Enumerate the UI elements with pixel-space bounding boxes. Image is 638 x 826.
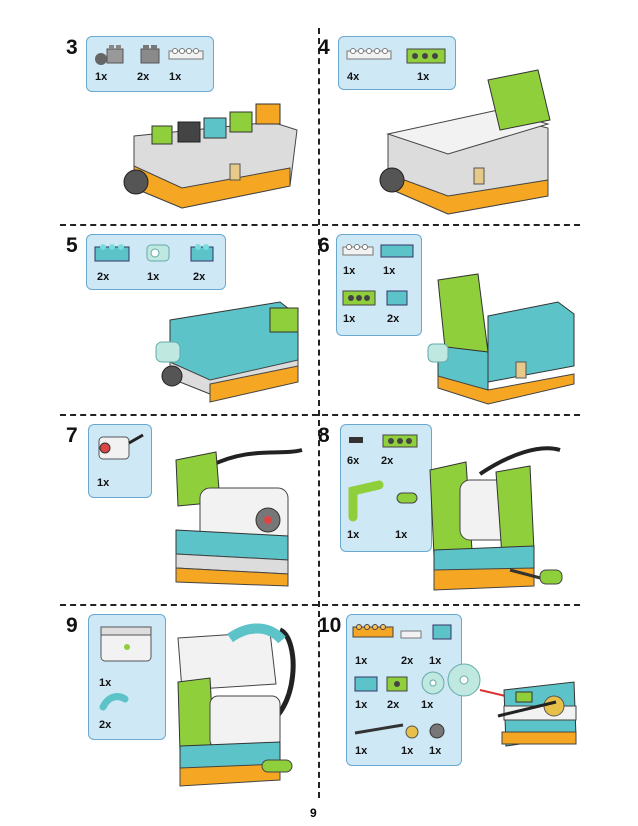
gear-icon xyxy=(405,725,419,739)
step-number: 9 xyxy=(66,614,78,637)
quantity-label: 1x xyxy=(97,477,110,489)
plate-icon xyxy=(168,48,204,60)
brick-icon xyxy=(140,45,160,64)
brick-icon xyxy=(386,290,408,306)
quantity-label: 1x xyxy=(401,745,414,757)
brick-icon xyxy=(380,244,414,258)
model-illustration xyxy=(447,663,577,747)
parts-callout: 6x 2x 1x 1x xyxy=(340,424,432,552)
brick-icon xyxy=(432,624,452,640)
quantity-label: 2x xyxy=(137,71,150,83)
quantity-label: 2x xyxy=(99,719,112,731)
step-number: 10 xyxy=(318,614,342,637)
step-5: 5 2x 1x 2x xyxy=(0,226,318,414)
model-illustration xyxy=(155,301,299,403)
axle-icon xyxy=(354,723,404,735)
quantity-label: 1x xyxy=(169,71,182,83)
step-number: 8 xyxy=(318,424,330,447)
horizontal-divider xyxy=(60,224,580,226)
model-illustration xyxy=(427,273,575,405)
parts-callout: 2x 1x 2x xyxy=(86,234,226,290)
beam-icon xyxy=(382,434,418,448)
quantity-label: 2x xyxy=(387,313,400,325)
step-number: 4 xyxy=(318,36,330,59)
model-illustration xyxy=(175,448,303,587)
curved-beam-icon xyxy=(99,693,129,711)
axle-icon xyxy=(349,437,363,443)
quantity-label: 1x xyxy=(355,655,368,667)
pulley-icon xyxy=(421,671,445,695)
connector-icon xyxy=(146,244,170,262)
hub-icon xyxy=(100,626,152,662)
quantity-label: 2x xyxy=(387,699,400,711)
plate-icon xyxy=(400,630,422,639)
step-number: 5 xyxy=(66,234,78,257)
step-8: 8 6x 2x 1x 1x xyxy=(318,416,638,604)
brick-icon xyxy=(354,676,378,692)
quantity-label: 1x xyxy=(417,71,430,83)
parts-callout: 1x xyxy=(88,424,152,498)
beam-icon xyxy=(342,290,376,306)
step-6: 6 1x 1x 1x 2x xyxy=(318,226,638,414)
parts-callout: 1x 2x xyxy=(88,614,166,740)
step-10: 10 1x 2x 1x 1x 2x 1x xyxy=(318,606,638,806)
step-9: 9 1x 2x xyxy=(0,606,318,806)
brick-icon xyxy=(94,244,130,262)
quantity-label: 1x xyxy=(347,529,360,541)
quantity-label: 2x xyxy=(381,455,394,467)
vertical-divider xyxy=(318,28,320,798)
plate-icon xyxy=(352,624,394,638)
quantity-label: 4x xyxy=(347,71,360,83)
brick-icon xyxy=(190,244,214,262)
model-illustration xyxy=(429,446,563,591)
quantity-label: 1x xyxy=(429,745,442,757)
plate-icon xyxy=(346,48,392,60)
quantity-label: 1x xyxy=(383,265,396,277)
quantity-label: 2x xyxy=(193,271,206,283)
quantity-label: 2x xyxy=(97,271,110,283)
quantity-label: 1x xyxy=(421,699,434,711)
bushing-icon xyxy=(396,492,418,504)
step-7: 7 1x xyxy=(0,416,318,604)
quantity-label: 1x xyxy=(99,677,112,689)
step-3: 3 1x 2x 1x xyxy=(0,0,318,224)
quantity-label: 2x xyxy=(401,655,414,667)
model-illustration xyxy=(123,103,298,209)
plate-icon xyxy=(342,244,374,256)
quantity-label: 1x xyxy=(95,71,108,83)
model-illustration xyxy=(379,69,551,215)
page-number: 9 xyxy=(310,806,317,820)
step-number: 3 xyxy=(66,36,78,59)
parts-callout: 1x 1x 1x 2x xyxy=(336,234,422,336)
horizontal-divider xyxy=(60,604,580,606)
quantity-label: 1x xyxy=(343,313,356,325)
quantity-label: 1x xyxy=(395,529,408,541)
quantity-label: 1x xyxy=(355,745,368,757)
gear-icon xyxy=(429,723,445,739)
quantity-label: 1x xyxy=(147,271,160,283)
beam-icon xyxy=(406,48,446,64)
step-number: 7 xyxy=(66,424,78,447)
bent-beam-icon xyxy=(348,480,384,522)
quantity-label: 1x xyxy=(429,655,442,667)
parts-callout: 1x 2x 1x xyxy=(86,36,214,92)
step-4: 4 4x 1x xyxy=(318,0,638,224)
step-number: 6 xyxy=(318,234,330,257)
quantity-label: 1x xyxy=(355,699,368,711)
model-illustration xyxy=(177,623,296,787)
quantity-label: 1x xyxy=(343,265,356,277)
brick-icon xyxy=(95,45,124,65)
quantity-label: 6x xyxy=(347,455,360,467)
horizontal-divider xyxy=(60,414,580,416)
parts-callout: 1x 2x 1x 1x 2x 1x 1x 1x 1x xyxy=(346,614,462,766)
beam-icon xyxy=(386,676,408,692)
parts-callout: 4x 1x xyxy=(338,36,456,90)
motor-icon xyxy=(98,433,144,460)
